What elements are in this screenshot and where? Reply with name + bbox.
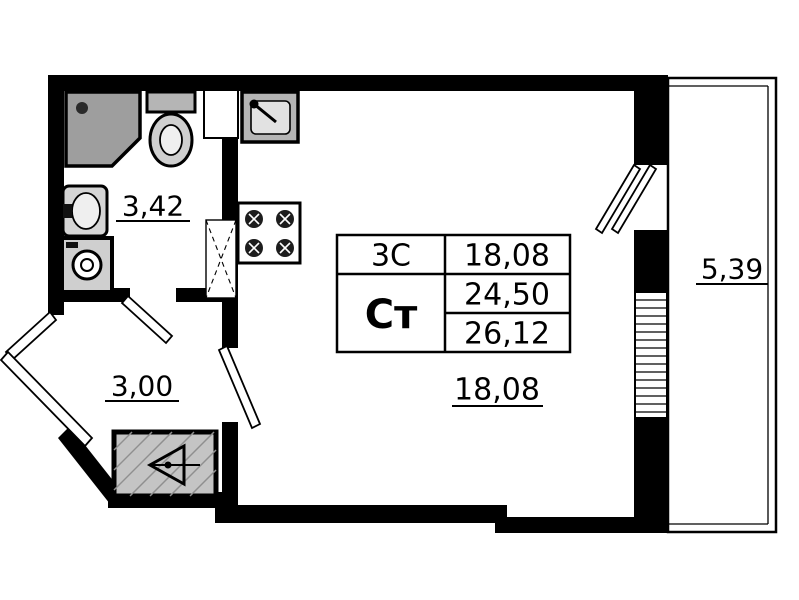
kitchen-sink-icon <box>240 90 300 144</box>
room-area-value: 18,08 <box>454 373 540 408</box>
bathroom-area-label: 3,42 <box>116 190 190 223</box>
stove-icon <box>236 201 302 265</box>
balcony-area-value: 5,39 <box>701 253 763 286</box>
hall-room-door-icon <box>217 344 262 430</box>
shower-icon <box>64 90 142 168</box>
window-closed-icon <box>634 291 668 419</box>
entrance-door-icon <box>0 310 94 448</box>
counter-space <box>205 219 237 299</box>
bathroom-door-icon <box>120 294 174 345</box>
room-area-label: 18,08 <box>452 373 543 408</box>
apartment-info-table: 3С 18,08 Ст 24,50 26,12 <box>335 233 572 354</box>
hall-area-value: 3,00 <box>111 370 173 403</box>
area-no-balcony-cell: 24,50 <box>464 278 550 313</box>
window-open-sash-icon <box>594 163 658 235</box>
balcony-outline <box>666 76 778 534</box>
total-area-cell: 26,12 <box>464 317 550 352</box>
rooms-code-cell: 3С <box>371 239 411 274</box>
balcony-area-label: 5,39 <box>696 253 768 286</box>
apartment-type-cell: Ст <box>365 292 418 338</box>
exterior-walls <box>48 75 668 533</box>
ventilation-shaft-icon <box>111 429 219 499</box>
living-area-cell: 18,08 <box>464 239 550 274</box>
hall-area-label: 3,00 <box>105 370 179 403</box>
toilet-icon <box>145 90 197 168</box>
duct-shaft <box>203 89 239 139</box>
washing-machine-icon <box>60 236 114 294</box>
bathroom-sink-icon <box>61 184 109 238</box>
bathroom-area-value: 3,42 <box>122 190 184 223</box>
